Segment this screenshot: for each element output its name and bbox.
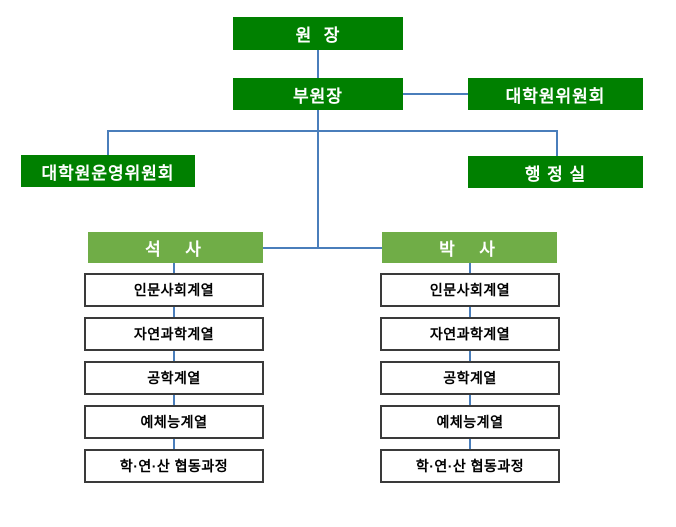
masters-track-label: 인문사회계열 <box>133 282 215 298</box>
connector-horizontal-rail <box>107 130 558 132</box>
connector-doctoral-track-4 <box>469 395 471 405</box>
connector-masters-track-3 <box>173 351 175 361</box>
connector-vicedirector-committee <box>403 93 468 95</box>
doctoral-track-natural-science-box: 자연과학계열 <box>380 317 560 351</box>
masters-track-label: 공학계열 <box>147 370 201 386</box>
masters-label: 석 사 <box>145 240 206 259</box>
masters-box: 석 사 <box>88 232 263 263</box>
graduate-committee-label: 대학원위원회 <box>505 86 606 106</box>
masters-track-arts-sports-box: 예체능계열 <box>84 405 264 439</box>
connector-masters-track-1 <box>173 263 175 273</box>
admin-office-label: 행 정 실 <box>524 164 587 184</box>
doctoral-track-label: 자연과학계열 <box>429 326 511 342</box>
doctoral-track-label: 학·연·산 협동과정 <box>415 458 525 474</box>
connector-director-vicedirector <box>317 50 319 79</box>
connector-doctoral-track-3 <box>469 351 471 361</box>
connector-masters-doctoral <box>263 247 382 249</box>
director-box: 원 장 <box>233 17 403 50</box>
masters-track-label: 학·연·산 협동과정 <box>119 458 229 474</box>
masters-track-engineering-box: 공학계열 <box>84 361 264 395</box>
masters-track-label: 예체능계열 <box>140 414 208 430</box>
masters-track-humanities-box: 인문사회계열 <box>84 273 264 307</box>
masters-track-cooperative-box: 학·연·산 협동과정 <box>84 449 264 483</box>
connector-rail-admin-office <box>556 130 558 156</box>
doctoral-track-cooperative-box: 학·연·산 협동과정 <box>380 449 560 483</box>
doctoral-track-arts-sports-box: 예체능계열 <box>380 405 560 439</box>
connector-masters-track-2 <box>173 307 175 317</box>
connector-doctoral-track-1 <box>469 263 471 273</box>
doctoral-track-engineering-box: 공학계열 <box>380 361 560 395</box>
doctoral-track-label: 예체능계열 <box>436 414 504 430</box>
connector-masters-track-5 <box>173 439 175 450</box>
connector-trunk-vertical <box>317 110 319 248</box>
director-label: 원 장 <box>295 26 341 45</box>
connector-doctoral-track-5 <box>469 439 471 450</box>
operating-committee-box: 대학원운영위원회 <box>21 155 195 187</box>
doctoral-track-label: 공학계열 <box>443 370 497 386</box>
connector-masters-track-4 <box>173 395 175 405</box>
connector-rail-operating-committee <box>107 130 109 155</box>
vice-director-label: 부원장 <box>293 86 343 106</box>
doctoral-track-label: 인문사회계열 <box>429 282 511 298</box>
admin-office-box: 행 정 실 <box>468 156 643 188</box>
masters-track-label: 자연과학계열 <box>133 326 215 342</box>
doctoral-box: 박 사 <box>382 232 557 263</box>
masters-track-natural-science-box: 자연과학계열 <box>84 317 264 351</box>
vice-director-box: 부원장 <box>233 78 403 110</box>
doctoral-label: 박 사 <box>439 240 500 259</box>
doctoral-track-humanities-box: 인문사회계열 <box>380 273 560 307</box>
connector-doctoral-track-2 <box>469 307 471 317</box>
graduate-committee-box: 대학원위원회 <box>468 78 643 110</box>
operating-committee-label: 대학원운영위원회 <box>41 163 175 183</box>
